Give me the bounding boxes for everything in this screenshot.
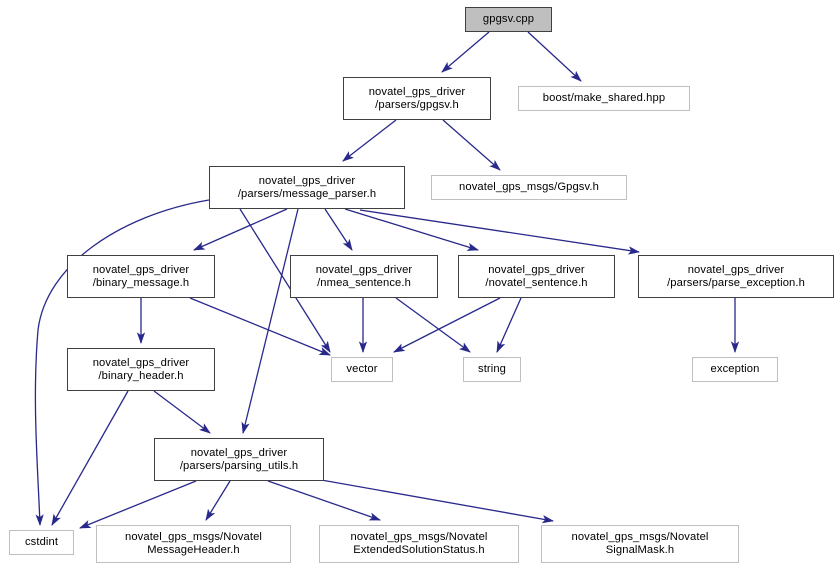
node-label: gpgsv.cpp (482, 13, 535, 26)
node-nmea_sentence_h[interactable]: novatel_gps_driver /nmea_sentence.h (290, 255, 438, 298)
edge-nmea_sentence_h-to-string (395, 297, 471, 353)
node-parsing_utils_h[interactable]: novatel_gps_driver /parsers/parsing_util… (154, 438, 324, 481)
edge-message_parser_h-to-parsing_utils_h (241, 208, 299, 435)
node-label: boost/make_shared.hpp (542, 92, 666, 105)
node-gpgsv_cpp[interactable]: gpgsv.cpp (465, 7, 552, 32)
node-label: novatel_gps_driver /parsers/gpgsv.h (368, 85, 466, 111)
node-binary_message_h[interactable]: novatel_gps_driver /binary_message.h (67, 255, 215, 298)
node-label: novatel_gps_driver /parsers/parsing_util… (179, 446, 299, 472)
node-label: novatel_gps_driver /novatel_sentence.h (485, 263, 588, 289)
edge-gpgsv_h-to-gpgsv_msg (442, 119, 501, 171)
edge-message_parser_h-to-novatel_sentence_h (344, 208, 479, 251)
node-label: string (477, 363, 507, 376)
node-gpgsv_h[interactable]: novatel_gps_driver /parsers/gpgsv.h (343, 77, 491, 120)
edge-novatel_sentence_h-to-string (496, 297, 522, 353)
edge-message_parser_h-to-parse_exception_h (359, 209, 641, 255)
node-label: exception (710, 363, 760, 376)
edge-binary_header_h-to-cstdint (51, 390, 129, 526)
node-make_shared[interactable]: boost/make_shared.hpp (518, 86, 690, 111)
node-label: novatel_gps_driver /parsers/parse_except… (667, 263, 805, 289)
edge-gpgsv_cpp-to-make_shared (527, 31, 582, 82)
edge-parsing_utils_h-to-novatel_msg_header (205, 480, 231, 521)
edge-message_parser_h-to-nmea_sentence_h (324, 208, 353, 251)
node-exception[interactable]: exception (692, 357, 778, 382)
edge-parsing_utils_h-to-cstdint (79, 480, 197, 529)
edge-binary_header_h-to-parsing_utils_h (153, 390, 211, 434)
node-label: novatel_gps_msgs/Novatel ExtendedSolutio… (350, 531, 488, 556)
node-cstdint[interactable]: cstdint (9, 530, 74, 555)
edge-binary_message_h-to-vector (189, 297, 331, 356)
edge-novatel_sentence_h-to-vector (393, 297, 501, 353)
node-parse_exception_h[interactable]: novatel_gps_driver /parsers/parse_except… (638, 255, 834, 298)
node-label: novatel_gps_driver /nmea_sentence.h (315, 263, 413, 289)
node-label: cstdint (24, 536, 59, 549)
node-label: novatel_gps_msgs/Gpgsv.h (459, 181, 599, 194)
node-signal_mask[interactable]: novatel_gps_msgs/Novatel SignalMask.h (541, 525, 739, 563)
node-label: novatel_gps_msgs/Novatel SignalMask.h (571, 531, 709, 556)
node-label: novatel_gps_msgs/Novatel MessageHeader.h (124, 531, 262, 556)
node-label: novatel_gps_driver /parsers/message_pars… (237, 174, 377, 200)
node-message_parser_h[interactable]: novatel_gps_driver /parsers/message_pars… (209, 166, 405, 209)
edge-gpgsv_cpp-to-gpgsv_h (441, 31, 490, 73)
edge-parsing_utils_h-to-signal_mask (309, 477, 555, 524)
node-vector[interactable]: vector (331, 357, 393, 382)
edge-parsing_utils_h-to-ext_solution_status (267, 480, 381, 521)
node-label: novatel_gps_driver /binary_header.h (92, 356, 190, 382)
edge-gpgsv_h-to-message_parser_h (342, 119, 397, 162)
node-binary_header_h[interactable]: novatel_gps_driver /binary_header.h (67, 348, 215, 391)
node-novatel_msg_header[interactable]: novatel_gps_msgs/Novatel MessageHeader.h (96, 525, 291, 563)
node-label: novatel_gps_driver /binary_message.h (92, 263, 190, 289)
node-ext_solution_status[interactable]: novatel_gps_msgs/Novatel ExtendedSolutio… (319, 525, 519, 563)
node-novatel_sentence_h[interactable]: novatel_gps_driver /novatel_sentence.h (458, 255, 615, 298)
node-string[interactable]: string (463, 357, 521, 382)
edge-message_parser_h-to-binary_message_h (193, 208, 288, 251)
node-gpgsv_msg[interactable]: novatel_gps_msgs/Gpgsv.h (431, 175, 627, 200)
node-label: vector (346, 363, 378, 376)
